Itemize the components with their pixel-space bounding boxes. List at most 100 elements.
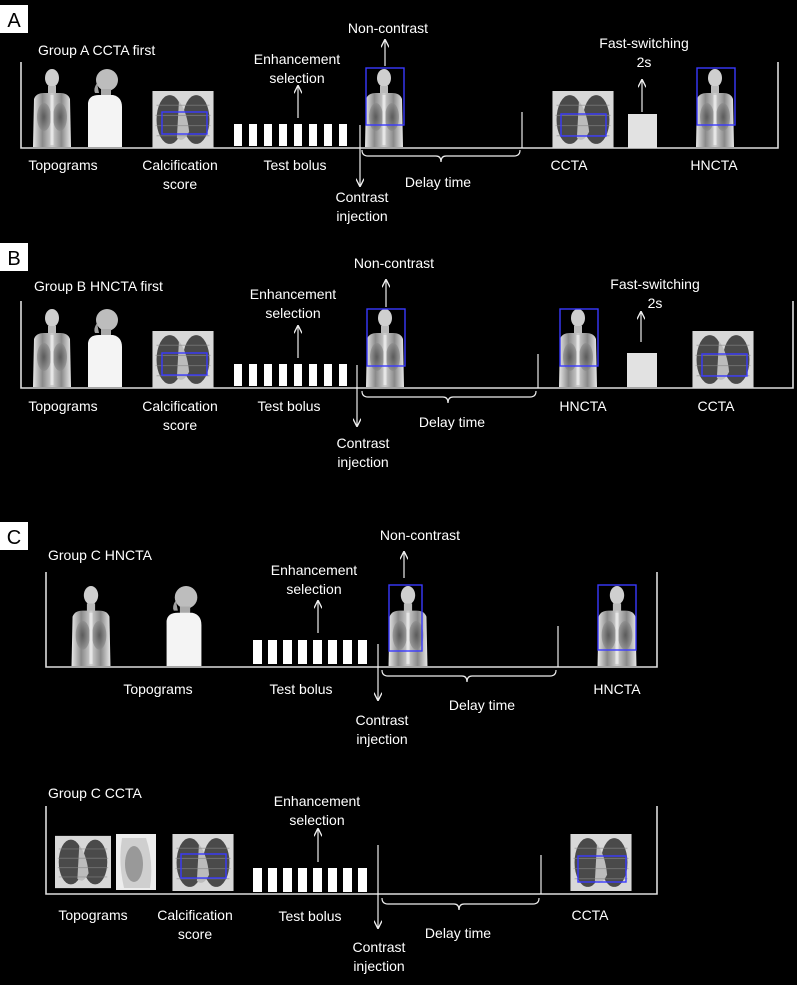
calcification-label: Calcification — [142, 157, 217, 173]
delay-brace — [361, 390, 537, 404]
scan1-image — [597, 586, 637, 666]
roi-box — [180, 853, 227, 879]
contrast-injection-label: Contrast — [356, 712, 409, 728]
topogram-frontal-image — [33, 309, 71, 387]
scan1-label: HNCTA — [559, 398, 607, 414]
contrast-injection-label: injection — [356, 731, 407, 747]
group-title: Group C HNCTA — [48, 547, 153, 563]
timeline-baseline — [20, 62, 779, 149]
topogram-frontal-image — [33, 69, 71, 147]
timeline-baseline — [45, 572, 658, 668]
roi-box — [597, 584, 637, 651]
topograms-label: Topograms — [58, 907, 127, 923]
test-bolus-bars — [234, 364, 347, 386]
panel-a: A Group A CCTA first Enhancement selecti… — [0, 5, 779, 224]
non-contrast-image — [366, 309, 404, 387]
non-contrast-image — [365, 69, 403, 147]
panel-letter-bg — [0, 243, 28, 271]
scan1-label: CCTA — [550, 157, 588, 173]
topograms-label: Topograms — [28, 398, 97, 414]
roi-box — [161, 352, 208, 376]
enhancement-label: Enhancement — [274, 793, 361, 809]
roi-box — [696, 67, 736, 126]
panel-c-ccta: Group C CCTA Enhancement selection Contr… — [45, 785, 658, 974]
timeline-baseline — [20, 301, 794, 389]
enhancement-label: selection — [265, 305, 320, 321]
topograms-label: Topograms — [28, 157, 97, 173]
roi-box — [560, 113, 607, 137]
topogram-frontal-image — [55, 835, 111, 889]
roi-box — [161, 111, 208, 135]
test-bolus-label: Test bolus — [263, 157, 326, 173]
delay-time-label: Delay time — [405, 174, 471, 190]
scan2-label: CCTA — [697, 398, 735, 414]
enhancement-label: Enhancement — [271, 562, 358, 578]
roi-box — [559, 308, 599, 367]
topograms-label: Topograms — [123, 681, 192, 697]
panel-letter: A — [7, 10, 21, 32]
contrast-injection-label: Contrast — [353, 939, 406, 955]
roi-box — [577, 855, 627, 883]
contrast-injection-label: injection — [353, 958, 404, 974]
non-contrast-label: Non-contrast — [348, 20, 428, 36]
panel-c-hncta: C Group C HNCTA Enhancement selection No… — [0, 522, 658, 747]
group-title: Group C CCTA — [48, 785, 143, 801]
roi-box — [388, 584, 423, 652]
enhancement-label: selection — [269, 70, 324, 86]
fast-switching-time: 2s — [637, 54, 652, 70]
panel-letter-bg — [0, 522, 28, 550]
test-bolus-label: Test bolus — [269, 681, 332, 697]
non-contrast-label: Non-contrast — [380, 527, 460, 543]
panel-letter-bg — [0, 5, 28, 33]
delay-brace — [381, 669, 557, 683]
group-title: Group B HNCTA first — [34, 278, 163, 294]
delay-time-label: Delay time — [419, 414, 485, 430]
roi-box — [365, 67, 405, 126]
fast-switching-label: Fast-switching — [610, 276, 699, 292]
topogram-frontal-image — [71, 586, 111, 666]
calcification-label: score — [163, 176, 197, 192]
topogram-lateral-image — [116, 834, 156, 890]
topogram-lateral-image — [166, 586, 202, 666]
roi-box — [701, 353, 748, 377]
calcification-label: score — [178, 926, 212, 942]
group-title: Group A CCTA first — [38, 42, 155, 58]
topogram-lateral-image — [88, 69, 122, 147]
test-bolus-label: Test bolus — [257, 398, 320, 414]
test-bolus-bars — [234, 124, 347, 146]
scan2-label: HNCTA — [690, 157, 738, 173]
fast-switching-label: Fast-switching — [599, 35, 688, 51]
calcification-label: score — [163, 417, 197, 433]
calcification-label: Calcification — [142, 398, 217, 414]
fast-switching-time: 2s — [648, 295, 663, 311]
enhancement-label: Enhancement — [254, 51, 341, 67]
enhancement-label: Enhancement — [250, 286, 337, 302]
roi-box — [366, 308, 406, 367]
timeline-baseline — [45, 806, 658, 895]
test-bolus-bars — [253, 640, 367, 664]
scan1-image — [559, 309, 597, 387]
delay-brace — [361, 149, 521, 163]
panel-b: B Group B HNCTA first Enhancement select… — [0, 243, 794, 470]
panel-letter: B — [7, 248, 20, 270]
test-bolus-bars — [253, 868, 367, 892]
delay-time-label: Delay time — [449, 697, 515, 713]
contrast-injection-label: injection — [337, 454, 388, 470]
delay-time-label: Delay time — [425, 925, 491, 941]
scan2-image — [696, 69, 734, 147]
contrast-injection-label: Contrast — [337, 435, 390, 451]
contrast-injection-label: injection — [336, 208, 387, 224]
contrast-injection-label: Contrast — [336, 189, 389, 205]
scan1-label: HNCTA — [593, 681, 641, 697]
enhancement-label: selection — [286, 581, 341, 597]
panel-letter: C — [7, 527, 21, 549]
calcification-label: Calcification — [157, 907, 232, 923]
fast-switch-block — [627, 353, 657, 387]
fast-switch-block — [628, 114, 657, 148]
delay-brace — [381, 897, 540, 911]
scan1-label: CCTA — [571, 907, 609, 923]
test-bolus-label: Test bolus — [278, 908, 341, 924]
enhancement-label: selection — [289, 812, 344, 828]
non-contrast-label: Non-contrast — [354, 255, 434, 271]
